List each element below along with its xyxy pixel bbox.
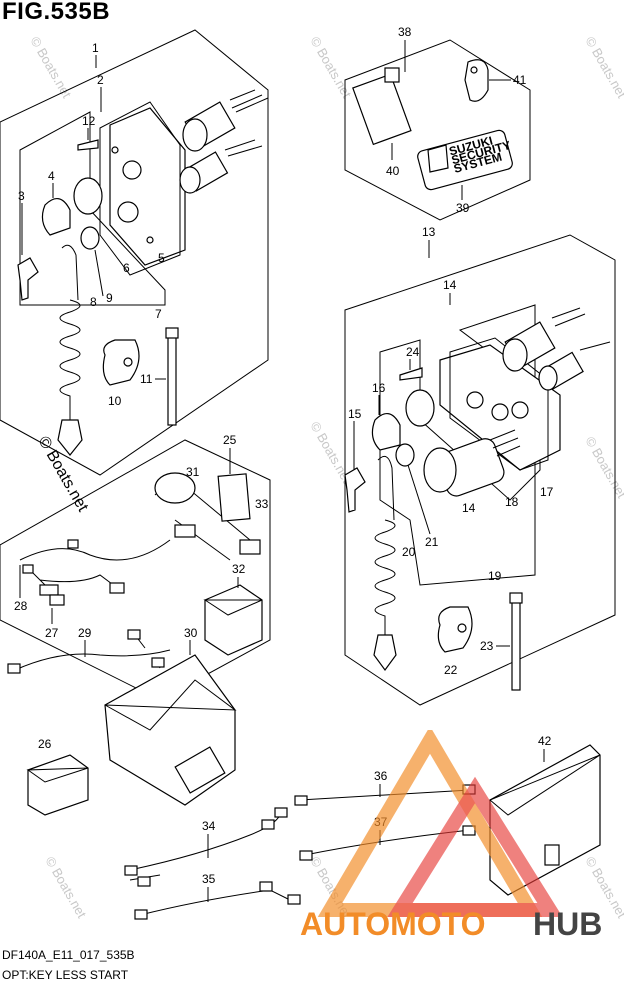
callout-31: 31 (186, 465, 200, 479)
callout-20: 20 (402, 545, 416, 559)
callout-25: 25 (223, 433, 237, 447)
group-right (344, 234, 616, 706)
watermark-faint-5: © Boats.net (582, 434, 624, 501)
logo-text-automoto: AUTOMOTO (300, 906, 485, 942)
callout-21: 21 (425, 535, 439, 549)
diagram-code: DF140A_E11_017_535B (2, 948, 135, 962)
callout-42: 42 (538, 734, 552, 748)
callout-23: 23 (480, 639, 494, 653)
watermark-faint-3: © Boats.net (582, 34, 624, 101)
harness-29 (7, 629, 171, 674)
callout-36: 36 (374, 769, 388, 783)
callout-6: 6 (123, 261, 130, 275)
part-box-32 (203, 584, 263, 656)
group-middle-left (0, 439, 271, 701)
callout-4: 4 (48, 169, 55, 183)
callout-33: 33 (255, 497, 269, 511)
watermark-faint-1: © Boats.net (27, 34, 74, 101)
figure-title: FIG.535B (2, 0, 111, 25)
callout-8: 8 (90, 295, 97, 309)
callout-22: 22 (444, 663, 458, 677)
callout-7: 7 (155, 307, 162, 321)
callout-39: 39 (456, 201, 470, 215)
callout-41: 41 (513, 73, 527, 87)
callout-5: 5 (158, 251, 165, 265)
plug-right-lower (538, 341, 611, 391)
callout-16: 16 (372, 381, 386, 395)
bracket-30 (104, 654, 237, 806)
callout-3: 3 (18, 189, 25, 203)
callout-2: 2 (97, 73, 104, 87)
callout-29: 29 (78, 626, 92, 640)
callout-1: 1 (92, 41, 99, 55)
group-top-right: SUZUKI SECURITY SYSTEM (344, 39, 531, 221)
callout-14a: 14 (443, 278, 457, 292)
callout-11: 11 (140, 372, 153, 386)
automotohub-logo: AUTOMOTO HUB (300, 730, 602, 942)
callout-24: 24 (406, 345, 420, 359)
callout-35: 35 (202, 872, 216, 886)
callout-26: 26 (38, 737, 52, 751)
plug-lower (179, 139, 263, 194)
callout-27: 27 (45, 626, 59, 640)
callout-10: 10 (108, 394, 122, 408)
callout-15: 15 (348, 407, 362, 421)
logo-text-hub: HUB (533, 906, 602, 942)
watermark-faint-2: © Boats.net (307, 34, 354, 101)
callout-14b: 14 (462, 501, 476, 515)
security-label: SUZUKI SECURITY SYSTEM (417, 129, 513, 191)
callout-19: 19 (488, 569, 502, 583)
group-top-left (0, 29, 269, 476)
callout-17: 17 (540, 485, 554, 499)
watermark-faint-6: © Boats.net (42, 854, 89, 921)
callout-30: 30 (184, 626, 198, 640)
callout-12: 12 (82, 114, 96, 128)
callout-38: 38 (398, 25, 412, 39)
callout-9: 9 (106, 291, 113, 305)
plug-upper (182, 89, 269, 152)
callout-18: 18 (505, 495, 519, 509)
callout-34: 34 (202, 819, 216, 833)
part-26 (26, 754, 89, 816)
callout-32: 32 (232, 562, 246, 576)
plug-right-upper (502, 307, 586, 372)
diagram-description: OPT:KEY LESS START (2, 968, 129, 982)
callout-40: 40 (386, 164, 400, 178)
callout-13: 13 (422, 225, 436, 239)
ignition-switch (423, 429, 521, 497)
callout-28: 28 (14, 599, 28, 613)
